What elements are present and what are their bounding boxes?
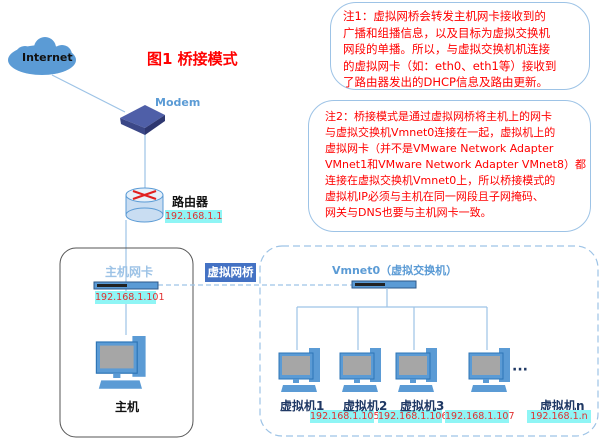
note-line: VMnet1和VMware Network Adapter VMnet8）都 bbox=[325, 158, 586, 171]
note-line: 虚拟机IP必须与主机在同一网段且子网掩码、 bbox=[325, 190, 544, 203]
note-line: 注1：虚拟网桥会转发主机网卡接收到的 bbox=[343, 9, 546, 23]
cloud-icon bbox=[8, 37, 76, 75]
note-2: 注2：桥接模式是通过虚拟网桥将主机上的网卡 与虚拟交换机Vmnet0连接在一起，… bbox=[308, 100, 591, 232]
router-ip: 192.168.1.1 bbox=[165, 210, 223, 223]
virtual-bridge-label: 虚拟网桥 bbox=[205, 263, 256, 282]
note-1: 注1：虚拟网桥会转发主机网卡接收到的 广播和组播信息，以及目标为虚拟交换机 网段… bbox=[330, 2, 590, 90]
vm-computer-icon bbox=[395, 347, 438, 393]
diagram-title: 图1 桥接模式 bbox=[147, 50, 238, 68]
vm-ip: 192.168.1.105 bbox=[310, 410, 380, 423]
router-icon bbox=[125, 187, 164, 223]
host-nic-label: 主机网卡 bbox=[105, 265, 154, 279]
note-line: 注2：桥接模式是通过虚拟网桥将主机上的网卡 bbox=[325, 110, 552, 123]
note-line: 网关与DNS也要与主机网卡一致。 bbox=[325, 206, 492, 219]
ellipsis: ··· bbox=[512, 362, 528, 378]
vm-computer-icon bbox=[468, 347, 511, 393]
vm-ip: 192.168.1.107 bbox=[445, 410, 515, 423]
router-label: 路由器 bbox=[172, 195, 209, 209]
host-nic-icon bbox=[93, 281, 159, 290]
vm-label: 虚拟机3 bbox=[400, 399, 445, 413]
note-line: 连接在虚拟交换机Vmnet0上，所以桥接模式的 bbox=[325, 174, 556, 187]
vm-computer-icon bbox=[278, 347, 321, 393]
vswitch-label: Vmnet0（虚拟交换机） bbox=[332, 264, 458, 277]
host-computer-icon bbox=[95, 335, 147, 390]
vm-label: 虚拟机n bbox=[540, 399, 585, 413]
host-nic-ip: 192.168.1.101 bbox=[95, 291, 165, 304]
note-line: 虚拟网卡（并不是VMware Network Adapter bbox=[325, 142, 554, 155]
note-line: 了路由器发出的DHCP信息及路由更新。 bbox=[343, 75, 548, 89]
vm-computer-icon bbox=[339, 347, 382, 393]
host-label: 主机 bbox=[115, 400, 140, 414]
note-line: 网段的单播。所以，与虚拟交换机机连接 bbox=[343, 42, 550, 56]
note-line: 的虚拟网卡（如：eth0、eth1等）接收到 bbox=[343, 58, 557, 73]
note-line: 广播和组播信息，以及目标为虚拟交换机 bbox=[343, 25, 550, 40]
vm-ip: 192.168.1.n bbox=[527, 410, 591, 423]
note-line: 与虚拟交换机Vmnet0连接在一起，虚拟机上的 bbox=[325, 126, 556, 139]
vm-ip: 192.168.1.106 bbox=[378, 410, 448, 423]
vm-label: 虚拟机1 bbox=[280, 399, 325, 413]
internet-label: Internet bbox=[22, 51, 73, 64]
vm-label: 虚拟机2 bbox=[343, 399, 388, 413]
modem-label: Modem bbox=[155, 96, 201, 109]
vswitch-icon bbox=[351, 280, 417, 289]
modem-icon bbox=[120, 105, 165, 135]
